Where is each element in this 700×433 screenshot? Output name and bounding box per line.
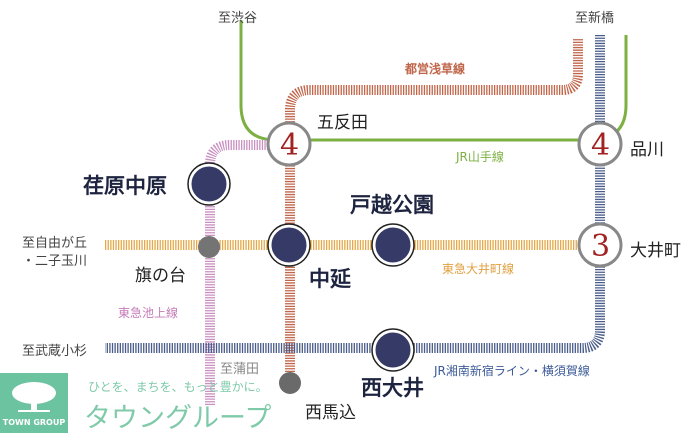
asakusa-line	[285, 38, 583, 385]
togoshikoen-marker	[372, 224, 414, 266]
dest-kamata: 至蒲田	[220, 362, 260, 377]
gotanda-minutes: 4	[280, 128, 300, 163]
hatanodai-dot	[198, 236, 220, 258]
nishimagome-dot	[279, 372, 301, 394]
station-shinagawa: 品川	[630, 140, 664, 160]
station-ebaranakanobu: 荏原中原	[83, 174, 167, 198]
logo-name: タウングループ	[84, 403, 272, 433]
dest-shibuya: 至渋谷	[218, 11, 258, 26]
dest-musashikosugi: 至武蔵小杉	[22, 344, 88, 359]
shonan-line-label: JR湘南新宿ライン・横須賀線	[434, 364, 590, 378]
town-group-logo: TOWN GROUP	[0, 373, 68, 433]
logo-tagline: ひとを、まちを、もっと豊かに。	[88, 380, 268, 394]
oimachi-minutes: 3	[591, 229, 611, 264]
station-gotanda: 五反田	[317, 113, 368, 133]
tree-icon	[12, 382, 56, 412]
oimachi-circle	[577, 222, 623, 268]
station-nishioi: 西大井	[361, 376, 424, 400]
nakanobu-marker	[268, 224, 310, 266]
oimachi-line-label: 東急大井町線	[442, 262, 515, 276]
station-hatanodai: 旗の台	[135, 266, 186, 286]
dest-shimbashi: 至新橋	[575, 11, 615, 26]
shinagawa-minutes: 4	[591, 128, 611, 163]
yamanote-line-label: JR山手線	[456, 150, 504, 164]
logo-brand: TOWN GROUP	[2, 418, 66, 427]
ikegami-line-label: 東急池上線	[118, 306, 179, 320]
gotanda-circle	[266, 121, 312, 167]
dest-futako: ・二子玉川	[22, 254, 88, 269]
station-nishimagome: 西馬込	[305, 403, 356, 423]
station-oimachi: 大井町	[630, 241, 681, 261]
nishioi-marker	[372, 329, 414, 371]
ebaranakanobu-marker	[188, 163, 230, 205]
shonan-line	[105, 35, 605, 353]
station-nakanobu: 中延	[309, 267, 351, 291]
dest-jiyugaoka: 至自由が丘	[22, 236, 88, 251]
station-togoshikoen: 戸越公園	[350, 193, 434, 217]
shinagawa-circle	[577, 121, 623, 167]
yamanote-line	[239, 20, 628, 142]
asakusa-line-label: 都営浅草線	[405, 62, 466, 76]
transfer-circles	[266, 121, 623, 268]
